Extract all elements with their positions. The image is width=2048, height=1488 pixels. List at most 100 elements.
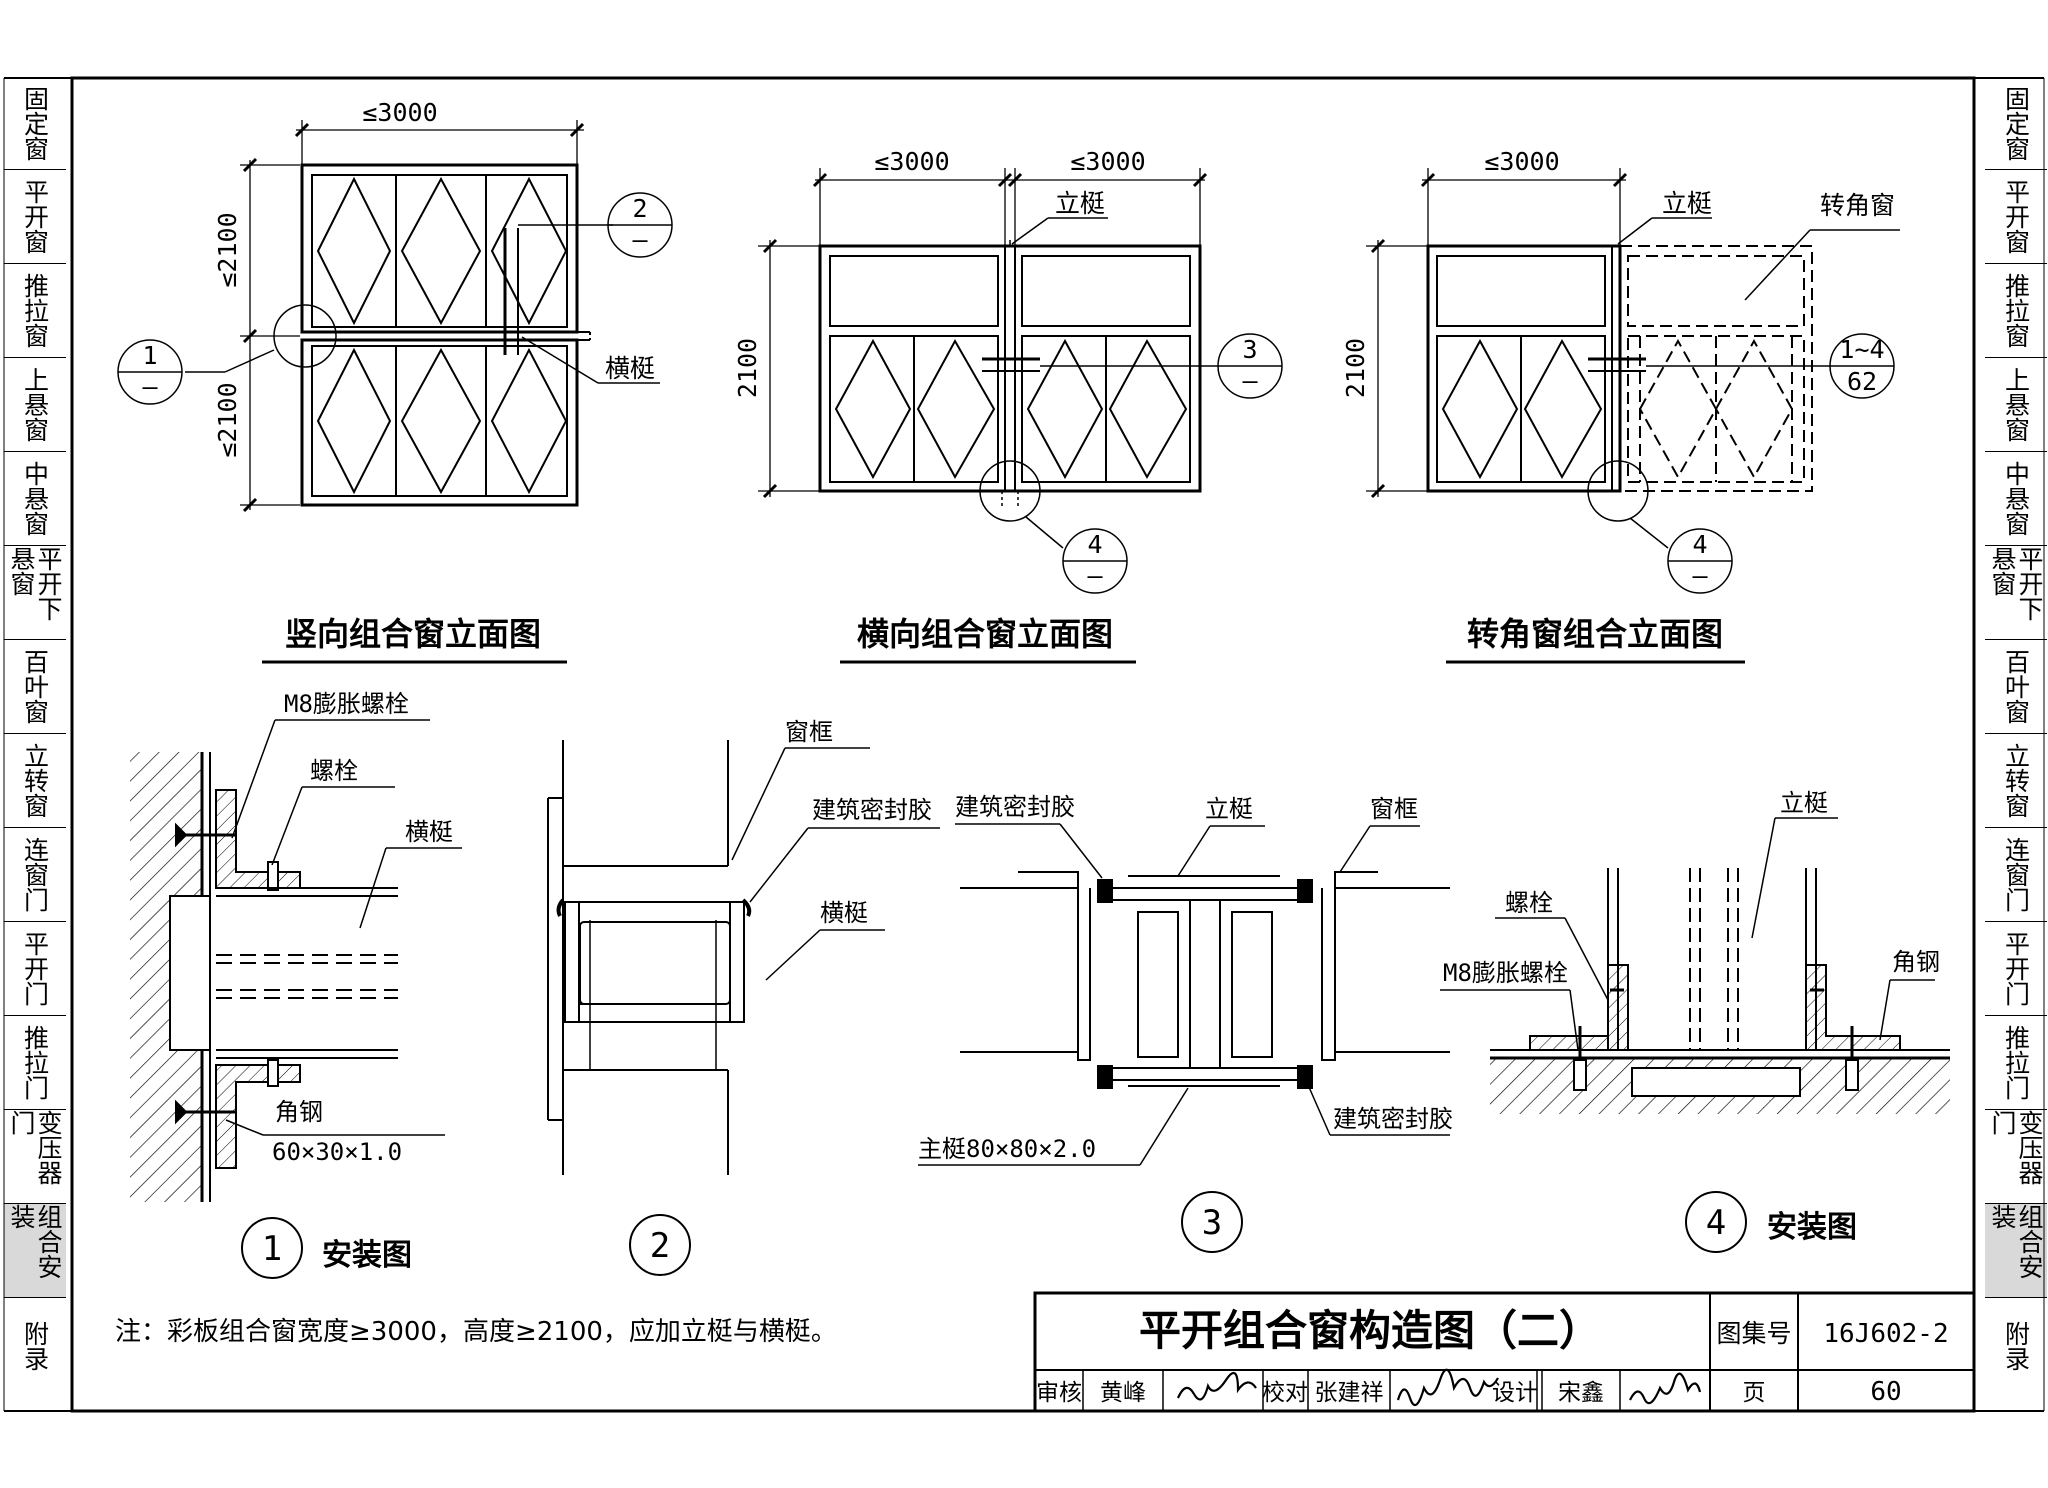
detail-1-caption: 安装图 bbox=[322, 1238, 412, 1273]
horizontal-height-dim: 2100 bbox=[733, 338, 762, 398]
right-tab-11[interactable]: 变压器门 bbox=[1985, 1110, 2047, 1204]
vertical-transom-label: 横梃 bbox=[605, 354, 655, 383]
callout-2-sheet: – bbox=[632, 225, 648, 254]
left-tab-8[interactable]: 连窗门 bbox=[4, 828, 66, 922]
detail-1-label-angle-size: 60×30×1.0 bbox=[272, 1138, 402, 1166]
right-tab-8[interactable]: 连窗门 bbox=[1985, 828, 2047, 922]
vertical-combination-elevation bbox=[117, 120, 673, 513]
left-tab-4[interactable]: 中悬窗 bbox=[4, 452, 66, 546]
callout-4-number: 4 bbox=[1087, 530, 1102, 559]
corner-window-label: 转角窗 bbox=[1820, 191, 1895, 220]
left-tab-10[interactable]: 推拉门 bbox=[4, 1016, 66, 1110]
tab-label: 平开窗 bbox=[20, 179, 50, 254]
left-tab-12[interactable]: 组合安装 bbox=[4, 1204, 66, 1298]
detail-2-label-frame: 窗框 bbox=[785, 718, 833, 746]
detail-3-label-mullion: 立梃 bbox=[1205, 795, 1253, 823]
tab-label: 平开门 bbox=[2001, 931, 2031, 1006]
horizontal-mullion-label: 立梃 bbox=[1055, 189, 1105, 218]
detail-3-drawing bbox=[918, 823, 1450, 1253]
horizontal-width-dim-right: ≤3000 bbox=[1070, 147, 1145, 176]
detail-4-label-expansion-bolt: M8膨胀螺栓 bbox=[1443, 959, 1568, 987]
tab-label: 推拉门 bbox=[2001, 1025, 2031, 1100]
horizontal-combination-elevation bbox=[758, 168, 1283, 594]
detail-1-number: 1 bbox=[262, 1229, 282, 1269]
left-tab-3[interactable]: 上悬窗 bbox=[4, 358, 66, 452]
horizontal-elevation-title: 横向组合窗立面图 bbox=[857, 615, 1113, 653]
page-number: 60 bbox=[1870, 1377, 1901, 1407]
callout-3-sheet: – bbox=[1242, 366, 1258, 395]
horizontal-width-dim-left: ≤3000 bbox=[874, 147, 949, 176]
right-tab-0[interactable]: 固定窗 bbox=[1985, 78, 2047, 170]
title-block bbox=[1033, 1291, 1976, 1413]
check-label: 校对 bbox=[1262, 1380, 1308, 1406]
vertical-lower-height-dim: ≤2100 bbox=[213, 382, 242, 457]
checker-signature bbox=[1396, 1368, 1499, 1407]
callout-corner-4-sheet: – bbox=[1692, 561, 1708, 590]
left-tab-7[interactable]: 立转窗 bbox=[4, 734, 66, 828]
right-tab-1[interactable]: 平开窗 bbox=[1985, 170, 2047, 264]
corner-mullion-label: 立梃 bbox=[1662, 189, 1712, 218]
left-tab-1[interactable]: 平开窗 bbox=[4, 170, 66, 264]
tab-label: 连窗门 bbox=[20, 837, 50, 912]
detail-3-label-sealant-bottom: 建筑密封胶 bbox=[1333, 1105, 1453, 1133]
tab-label: 百叶窗 bbox=[20, 649, 50, 724]
callout-4-sheet: – bbox=[1087, 561, 1103, 590]
detail-4-caption: 安装图 bbox=[1767, 1210, 1857, 1245]
right-tab-4[interactable]: 中悬窗 bbox=[1985, 452, 2047, 546]
detail-2-drawing bbox=[547, 740, 940, 1276]
callout-3-number: 3 bbox=[1242, 335, 1257, 364]
detail-4-number: 4 bbox=[1706, 1203, 1726, 1243]
checker-name: 张建祥 bbox=[1315, 1380, 1384, 1406]
callout-1-sheet: – bbox=[142, 372, 158, 401]
atlas-label: 图集号 bbox=[1716, 1319, 1791, 1348]
left-tab-11[interactable]: 变压器门 bbox=[4, 1110, 66, 1204]
reviewer-name: 黄峰 bbox=[1100, 1380, 1146, 1406]
tab-label: 中悬窗 bbox=[20, 461, 50, 536]
detail-1-label-transom: 横梃 bbox=[405, 818, 453, 846]
design-label: 设计 bbox=[1492, 1380, 1538, 1406]
corner-height-dim: 2100 bbox=[1341, 338, 1370, 398]
right-tab-5[interactable]: 平开下悬窗 bbox=[1985, 546, 2047, 640]
tab-label: 组合安装 bbox=[7, 1204, 63, 1279]
left-tab-2[interactable]: 推拉窗 bbox=[4, 264, 66, 358]
tab-label: 平开窗 bbox=[2001, 179, 2031, 254]
detail-3-label-main-mullion: 主梃80×80×2.0 bbox=[918, 1135, 1096, 1163]
right-tab-3[interactable]: 上悬窗 bbox=[1985, 358, 2047, 452]
tab-label: 推拉窗 bbox=[2001, 273, 2031, 348]
tab-label: 平开下悬窗 bbox=[1988, 546, 2044, 621]
vertical-upper-height-dim: ≤2100 bbox=[213, 212, 242, 287]
tab-label: 固定窗 bbox=[20, 86, 50, 161]
left-tab-9[interactable]: 平开门 bbox=[4, 922, 66, 1016]
detail-3-label-frame: 窗框 bbox=[1370, 795, 1418, 823]
tab-label: 平开门 bbox=[20, 931, 50, 1006]
tab-label: 连窗门 bbox=[2001, 837, 2031, 912]
right-tab-12[interactable]: 组合安装 bbox=[1985, 1204, 2047, 1298]
right-tab-9[interactable]: 平开门 bbox=[1985, 922, 2047, 1016]
designer-name: 宋鑫 bbox=[1558, 1380, 1604, 1406]
left-tab-6[interactable]: 百叶窗 bbox=[4, 640, 66, 734]
right-tab-10[interactable]: 推拉门 bbox=[1985, 1016, 2047, 1110]
detail-3-number: 3 bbox=[1202, 1203, 1222, 1243]
corner-elevation-title: 转角窗组合立面图 bbox=[1467, 615, 1723, 653]
tab-label: 上悬窗 bbox=[2001, 367, 2031, 442]
callout-corner-4-number: 4 bbox=[1692, 530, 1707, 559]
right-tab-13[interactable]: 附录 bbox=[1985, 1298, 2047, 1394]
tab-label: 附录 bbox=[20, 1321, 50, 1371]
tab-label: 中悬窗 bbox=[2001, 461, 2031, 536]
corner-width-dim: ≤3000 bbox=[1484, 147, 1559, 176]
detail-4-drawing bbox=[1440, 817, 1950, 1253]
left-tab-13[interactable]: 附录 bbox=[4, 1298, 66, 1394]
right-tab-2[interactable]: 推拉窗 bbox=[1985, 264, 2047, 358]
tab-label: 固定窗 bbox=[2001, 86, 2031, 161]
tab-label: 推拉窗 bbox=[20, 273, 50, 348]
atlas-number: 16J602-2 bbox=[1823, 1319, 1948, 1349]
detail-1-drawing bbox=[130, 719, 462, 1279]
left-tab-5[interactable]: 平开下悬窗 bbox=[4, 546, 66, 640]
left-tab-0[interactable]: 固定窗 bbox=[4, 78, 66, 170]
detail-1-label-bolt: 螺栓 bbox=[310, 757, 358, 785]
right-tab-6[interactable]: 百叶窗 bbox=[1985, 640, 2047, 734]
detail-2-number: 2 bbox=[650, 1226, 670, 1266]
right-tab-7[interactable]: 立转窗 bbox=[1985, 734, 2047, 828]
tab-label: 附录 bbox=[2001, 1321, 2031, 1371]
